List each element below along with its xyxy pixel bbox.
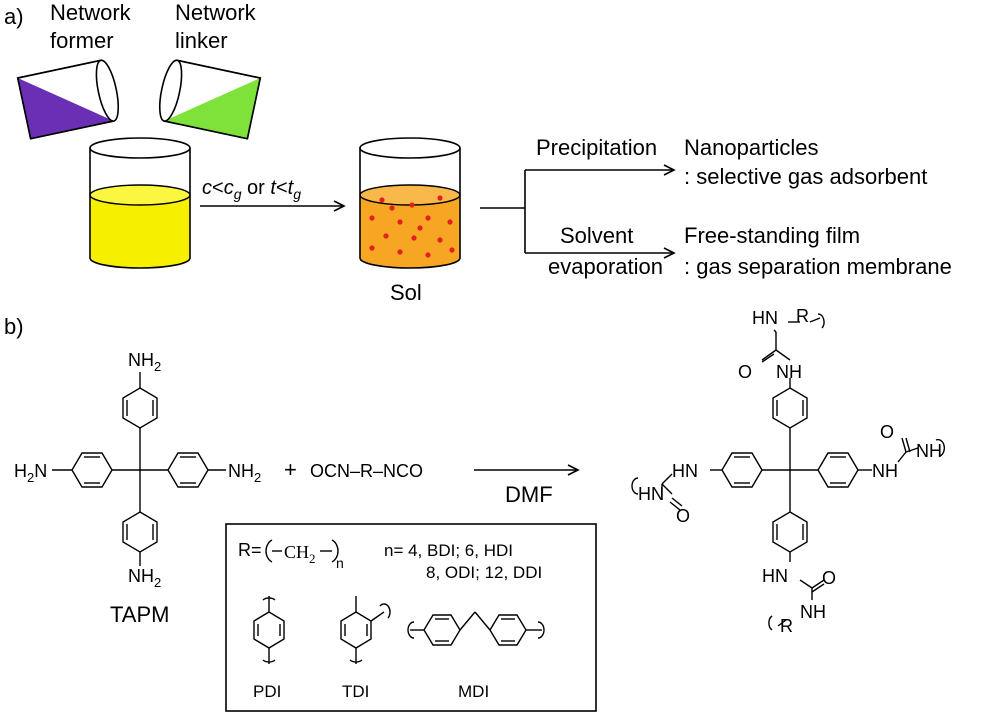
- product-r-bottom: R: [780, 616, 793, 636]
- legend-line1: n= 4, BDI; 6, HDI: [384, 541, 513, 560]
- linker-cup: [158, 59, 262, 140]
- product-nh-right-end: NH: [916, 441, 942, 461]
- former-label-line1: Network: [50, 0, 132, 25]
- beaker-mixture: [89, 137, 191, 269]
- beaker-solution: [90, 195, 190, 268]
- product-structure: [631, 313, 945, 631]
- dmf-label: DMF: [505, 482, 553, 507]
- product-hn-left-end: HN: [638, 484, 664, 504]
- legend-r-eq: R=: [238, 540, 262, 560]
- sol-solution: [360, 195, 460, 268]
- tapm-nh2-right: NH2: [228, 461, 261, 485]
- panel-a-label: a): [4, 4, 24, 29]
- tdi-structure: [340, 596, 391, 664]
- film-label: Free-standing film: [684, 223, 860, 248]
- svg-text:n: n: [336, 555, 344, 571]
- product-nh-bottom: NH: [800, 602, 826, 622]
- product-hn-left: HN: [672, 461, 698, 481]
- beaker-sol: [359, 137, 461, 269]
- sol-label: Sol: [390, 280, 422, 305]
- product-o-right: O: [880, 422, 894, 442]
- nanoparticles-label: Nanoparticles: [684, 135, 819, 160]
- tapm-structure: [52, 372, 226, 566]
- former-liquid: [17, 78, 114, 139]
- solvent-label: Solvent: [560, 223, 633, 248]
- precipitation-label: Precipitation: [536, 135, 657, 160]
- former-label-line2: former: [50, 28, 114, 53]
- mdi-structure: [407, 611, 545, 646]
- product-o-left: O: [676, 506, 690, 526]
- product-o-top: O: [738, 362, 752, 382]
- pdi-structure: [253, 596, 285, 664]
- former-cup: [16, 59, 120, 140]
- tdi-label: TDI: [342, 682, 369, 701]
- tapm-h2n-left: H2N: [14, 461, 47, 485]
- linker-liquid: [164, 78, 261, 139]
- adsorbent-label: : selective gas adsorbent: [684, 164, 927, 189]
- legend-line2: 8, ODI; 12, DDI: [426, 563, 542, 582]
- product-o-bottom: O: [822, 568, 836, 588]
- evaporation-label: evaporation: [548, 254, 663, 279]
- product-nh-top: NH: [776, 362, 802, 382]
- linker-label-line1: Network: [175, 0, 257, 25]
- tapm-name: TAPM: [110, 602, 169, 627]
- legend-box: [225, 523, 597, 712]
- mdi-label: MDI: [458, 682, 489, 701]
- product-hn-bottom: HN: [762, 566, 788, 586]
- pdi-label: PDI: [253, 682, 281, 701]
- tapm-nh2-bottom: NH2: [128, 566, 161, 590]
- tapm-nh2-top: NH2: [128, 350, 161, 374]
- diisocyanate: OCN–R–NCO: [310, 461, 423, 481]
- plus-sign: +: [284, 457, 297, 482]
- sol-particles: [369, 195, 455, 258]
- membrane-label: : gas separation membrane: [684, 254, 952, 279]
- product-r-top: R: [796, 306, 809, 326]
- product-nh-right: NH: [872, 461, 898, 481]
- panel-b-label: b): [4, 314, 24, 339]
- gelation-condition: c<cg or t<tg: [202, 177, 301, 202]
- linker-label-line2: linker: [175, 28, 228, 53]
- ch2n-group: CH2 n: [265, 539, 344, 571]
- svg-text:CH2: CH2: [284, 542, 316, 566]
- product-hn-top: HN: [752, 308, 778, 328]
